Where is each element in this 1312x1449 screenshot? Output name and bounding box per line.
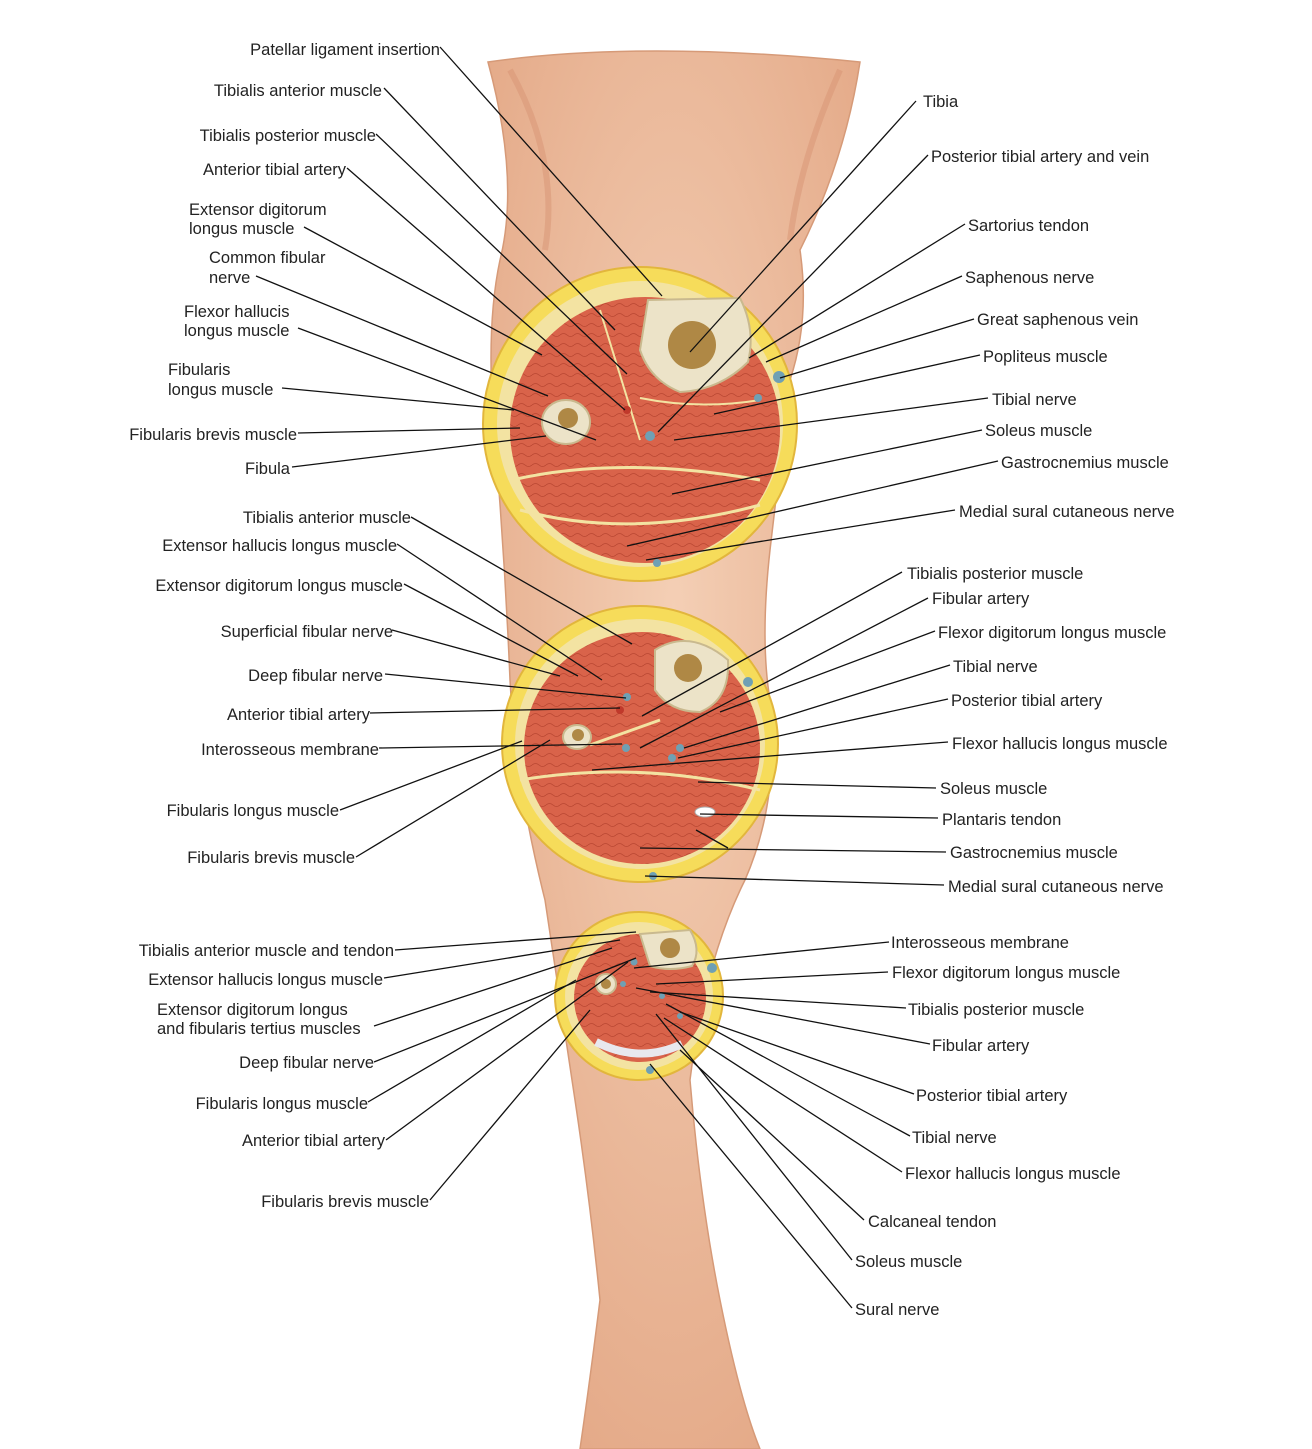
label-tibial-nerve-1: Tibial nerve bbox=[992, 391, 1077, 409]
label-soleus-2: Soleus muscle bbox=[940, 780, 1047, 798]
label-soleus-1: Soleus muscle bbox=[985, 422, 1092, 440]
label-extensor-digitorum-longus-1b: longus muscle bbox=[189, 220, 294, 238]
label-calcaneal-tendon: Calcaneal tendon bbox=[868, 1213, 996, 1231]
labels-left: Patellar ligament insertion Tibialis ant… bbox=[129, 41, 440, 1211]
label-deep-fibular-nerve-2: Deep fibular nerve bbox=[248, 667, 383, 685]
label-flexor-hallucis-longus-1a: Flexor hallucis bbox=[184, 303, 289, 321]
label-fibular-artery-3: Fibular artery bbox=[932, 1037, 1030, 1055]
label-tibia: Tibia bbox=[923, 93, 959, 111]
label-tibial-nerve-3: Tibial nerve bbox=[912, 1129, 997, 1147]
label-gastrocnemius-1: Gastrocnemius muscle bbox=[1001, 454, 1169, 472]
label-soleus-3: Soleus muscle bbox=[855, 1253, 962, 1271]
cross-section-lower bbox=[554, 911, 724, 1081]
label-extensor-digitorum-longus-2: Extensor digitorum longus muscle bbox=[155, 577, 403, 595]
label-flexor-digitorum-longus-2: Flexor digitorum longus muscle bbox=[938, 624, 1166, 642]
label-medial-sural-1: Medial sural cutaneous nerve bbox=[959, 503, 1175, 521]
label-extensor-digitorum-longus-1a: Extensor digitorum bbox=[189, 201, 327, 219]
label-fibular-artery-2: Fibular artery bbox=[932, 590, 1030, 608]
label-fibularis-longus-3: Fibularis longus muscle bbox=[196, 1095, 368, 1113]
label-fibularis-longus-1a: Fibularis bbox=[168, 361, 230, 379]
label-extensor-digitorum-3a: Extensor digitorum longus bbox=[157, 1001, 348, 1019]
label-posterior-tibial-artery-3: Posterior tibial artery bbox=[916, 1087, 1068, 1105]
label-flexor-hallucis-longus-1b: longus muscle bbox=[184, 322, 289, 340]
label-tibial-nerve-2: Tibial nerve bbox=[953, 658, 1038, 676]
labels-right: Tibia Posterior tibial artery and vein S… bbox=[855, 93, 1175, 1319]
cross-section-middle bbox=[501, 605, 779, 883]
leader-lines bbox=[255, 46, 999, 1309]
label-anterior-tibial-artery-2: Anterior tibial artery bbox=[227, 706, 371, 724]
label-flexor-digitorum-longus-3: Flexor digitorum longus muscle bbox=[892, 964, 1120, 982]
label-saphenous-nerve: Saphenous nerve bbox=[965, 269, 1094, 287]
label-tibialis-posterior-3: Tibialis posterior muscle bbox=[908, 1001, 1084, 1019]
label-superficial-fibular-nerve: Superficial fibular nerve bbox=[221, 623, 393, 641]
label-fibularis-brevis-1: Fibularis brevis muscle bbox=[129, 426, 297, 444]
label-popliteus-muscle: Popliteus muscle bbox=[983, 348, 1108, 366]
label-tibialis-anterior-2: Tibialis anterior muscle bbox=[243, 509, 411, 527]
label-fibularis-brevis-2: Fibularis brevis muscle bbox=[187, 849, 355, 867]
label-common-fibular-nerve-b: nerve bbox=[209, 269, 250, 287]
label-sartorius-tendon: Sartorius tendon bbox=[968, 217, 1089, 235]
label-tibialis-anterior-tendon-3: Tibialis anterior muscle and tendon bbox=[139, 942, 394, 960]
label-tibialis-posterior-1: Tibialis posterior muscle bbox=[200, 127, 376, 145]
label-common-fibular-nerve-a: Common fibular bbox=[209, 249, 326, 267]
label-extensor-hallucis-longus-2: Extensor hallucis longus muscle bbox=[162, 537, 397, 555]
knee-shadow-right bbox=[787, 68, 843, 241]
label-posterior-tibial-artery-vein: Posterior tibial artery and vein bbox=[931, 148, 1149, 166]
label-interosseous-membrane-3: Interosseous membrane bbox=[891, 934, 1069, 952]
knee-shadow bbox=[507, 68, 552, 251]
label-fibularis-brevis-3: Fibularis brevis muscle bbox=[261, 1193, 429, 1211]
label-flexor-hallucis-longus-3: Flexor hallucis longus muscle bbox=[905, 1165, 1121, 1183]
label-gastrocnemius-2: Gastrocnemius muscle bbox=[950, 844, 1118, 862]
label-fibularis-longus-1b: longus muscle bbox=[168, 381, 273, 399]
label-flexor-hallucis-longus-2: Flexor hallucis longus muscle bbox=[952, 735, 1168, 753]
label-posterior-tibial-artery-2: Posterior tibial artery bbox=[951, 692, 1103, 710]
label-fibula: Fibula bbox=[245, 460, 291, 478]
label-medial-sural-2: Medial sural cutaneous nerve bbox=[948, 878, 1164, 896]
label-anterior-tibial-artery-3: Anterior tibial artery bbox=[242, 1132, 386, 1150]
label-plantaris-tendon: Plantaris tendon bbox=[942, 811, 1061, 829]
label-anterior-tibial-artery-1: Anterior tibial artery bbox=[203, 161, 347, 179]
label-tibialis-anterior-1: Tibialis anterior muscle bbox=[214, 82, 382, 100]
label-patellar-ligament-insertion: Patellar ligament insertion bbox=[250, 41, 440, 59]
label-interosseous-membrane-2: Interosseous membrane bbox=[201, 741, 379, 759]
label-fibularis-longus-2: Fibularis longus muscle bbox=[167, 802, 339, 820]
label-extensor-digitorum-3b: and fibularis tertius muscles bbox=[157, 1020, 361, 1038]
cross-section-upper bbox=[482, 266, 798, 582]
label-great-saphenous-vein: Great saphenous vein bbox=[977, 311, 1138, 329]
label-tibialis-posterior-2: Tibialis posterior muscle bbox=[907, 565, 1083, 583]
label-extensor-hallucis-longus-3: Extensor hallucis longus muscle bbox=[148, 971, 383, 989]
label-sural-nerve: Sural nerve bbox=[855, 1301, 939, 1319]
label-deep-fibular-nerve-3: Deep fibular nerve bbox=[239, 1054, 374, 1072]
